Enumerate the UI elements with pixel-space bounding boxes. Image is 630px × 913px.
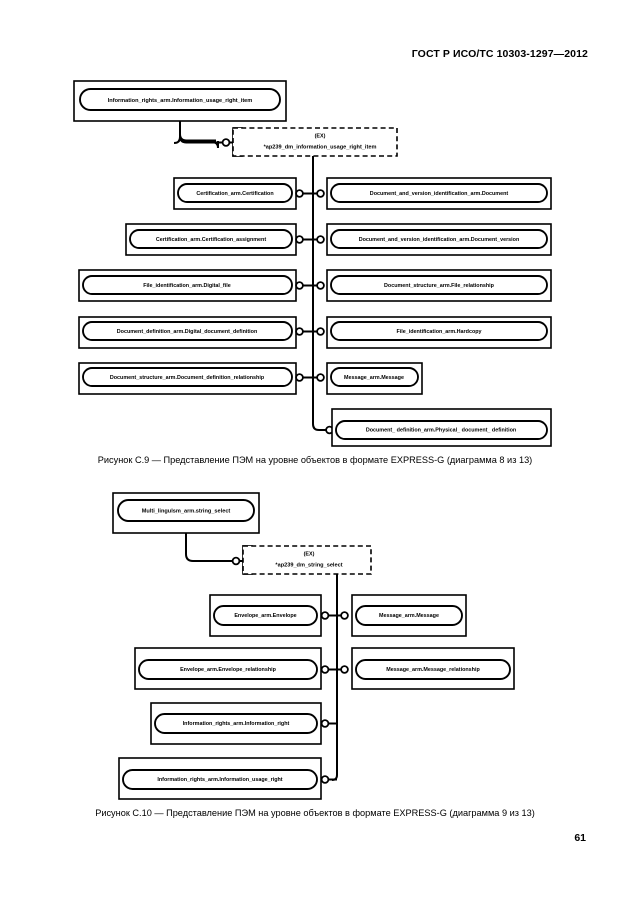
- entity-right-5-label: Message_arm.Message: [344, 375, 404, 381]
- figure-c10-diagram: Multi_lingulsm_arm.string_select (EX) *a…: [112, 492, 515, 800]
- entity2-right-1-label: Message_arm.Message: [379, 613, 439, 619]
- select-ex-label: *ap239_dm_information_usage_right_item: [264, 144, 377, 150]
- entity-left-4: Document_definition_arm.Digital_document…: [78, 316, 297, 349]
- entity2-right-2: Message_arm.Message_relationship: [351, 647, 515, 690]
- entity-right-1: Document_and_version_identification_arm.…: [326, 177, 552, 210]
- entity-left-3: File_identification_arm.Digital_file: [78, 269, 297, 302]
- select-ex-tag: (EX): [315, 133, 326, 139]
- page-number: 61: [574, 832, 586, 844]
- entity-left-4-label: Document_definition_arm.Digital_document…: [117, 329, 257, 335]
- select2-ex-ap239-dm-string-select: (EX) *ap239_dm_string_select: [242, 545, 372, 575]
- entity2-root-string-select: Multi_lingulsm_arm.string_select: [112, 492, 260, 534]
- select2-ex-tag: (EX): [304, 551, 315, 557]
- entity-left-2-label: Certification_arm.Certification_assignme…: [156, 237, 266, 243]
- entity-right-2-label: Document_and_version_identification_arm.…: [359, 237, 520, 243]
- entity-root-label: Information_rights_arm.Information_usage…: [108, 98, 253, 104]
- figure-c9-diagram: Information_rights_arm.Information_usage…: [0, 0, 630, 450]
- entity-left-1: Certification_arm.Certification: [173, 177, 297, 210]
- entity-right-6: Document_ definition_arm.Physical_ docum…: [331, 408, 552, 447]
- entity-right-5: Message_arm.Message: [326, 362, 423, 395]
- entity-right-4: File_identification_arm.Hardcopy: [326, 316, 552, 349]
- document-standard-header: ГОСТ Р ИСО/ТС 10303-1297—2012: [411, 48, 588, 60]
- entity2-left-2: Envelope_arm.Envelope_relationship: [134, 647, 322, 690]
- entity-left-1-label: Certification_arm.Certification: [196, 191, 273, 197]
- entity2-left-4: Information_rights_arm.Information_usage…: [118, 757, 322, 800]
- entity2-left-3-label: Information_rights_arm.Information_right: [183, 721, 290, 727]
- entity-right-1-label: Document_and_version_identification_arm.…: [370, 191, 509, 197]
- entity-right-3-label: Document_structure_arm.File_relationship: [384, 283, 495, 289]
- entity-left-5-label: Document_structure_arm.Document_definiti…: [110, 375, 265, 381]
- entity2-left-4-label: Information_rights_arm.Information_usage…: [157, 777, 282, 783]
- figure-c10-caption: Рисунок С.10 — Представление ПЭМ на уров…: [95, 808, 535, 818]
- entity-left-3-label: File_identification_arm.Digital_file: [143, 283, 230, 289]
- entity2-right-1: Message_arm.Message: [351, 594, 467, 637]
- entity-right-2: Document_and_version_identification_arm.…: [326, 223, 552, 256]
- entity2-right-2-label: Message_arm.Message_relationship: [386, 667, 480, 673]
- entity2-left-2-label: Envelope_arm.Envelope_relationship: [180, 667, 277, 673]
- entity-right-4-label: File_identification_arm.Hardcopy: [396, 329, 481, 335]
- entity-root-information-usage-right-item: Information_rights_arm.Information_usage…: [73, 80, 287, 122]
- entity2-left-1: Envelope_arm.Envelope: [209, 594, 322, 637]
- select2-ex-label: *ap239_dm_string_select: [275, 562, 342, 568]
- select-ex-ap239-dm-information-usage-right-item: (EX) *ap239_dm_information_usage_right_i…: [232, 127, 398, 157]
- entity2-left-3: Information_rights_arm.Information_right: [150, 702, 322, 745]
- entity-right-3: Document_structure_arm.File_relationship: [326, 269, 552, 302]
- entity2-root-label: Multi_lingulsm_arm.string_select: [142, 508, 231, 514]
- entity-right-6-label: Document_ definition_arm.Physical_ docum…: [366, 427, 516, 433]
- entity-left-5: Document_structure_arm.Document_definiti…: [78, 362, 297, 395]
- figure-c9-caption: Рисунок С.9 — Представление ПЭМ на уровн…: [97, 455, 533, 465]
- entity2-left-1-label: Envelope_arm.Envelope: [234, 613, 296, 619]
